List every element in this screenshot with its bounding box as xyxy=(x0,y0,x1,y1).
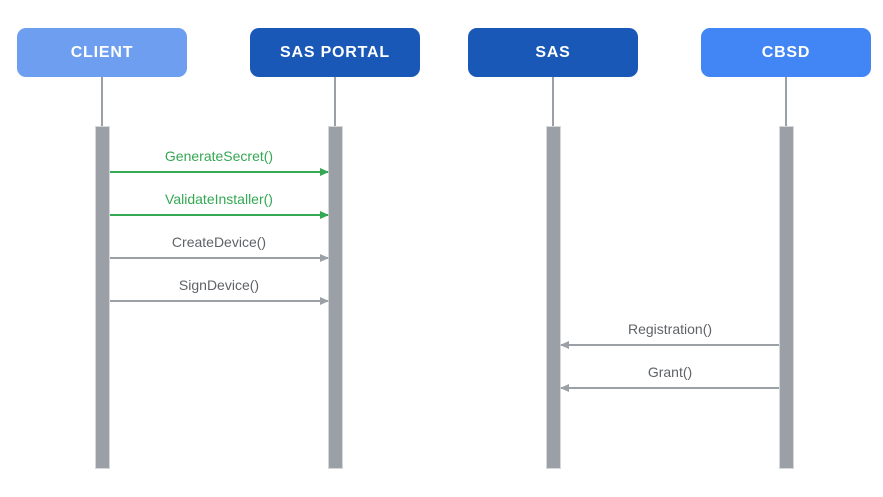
message-validate-installer-arrow xyxy=(110,210,329,219)
actor-sas-activation-bar xyxy=(545,126,561,469)
actor-client-activation-bar xyxy=(94,126,110,469)
message-create-device-arrow xyxy=(110,253,329,262)
message-registration-arrow xyxy=(560,340,779,349)
arrowhead-right-icon xyxy=(320,167,329,176)
actor-sas-portal-box: SAS PORTAL xyxy=(250,28,420,77)
actor-cbsd-lifeline xyxy=(785,77,787,126)
actor-cbsd-activation-bar xyxy=(778,126,794,469)
actor-client-lifeline xyxy=(101,77,103,126)
actor-sas-lifeline xyxy=(552,77,554,126)
message-sign-device: SignDevice() xyxy=(110,276,329,305)
message-validate-installer: ValidateInstaller() xyxy=(110,190,329,219)
arrowhead-left-icon xyxy=(560,383,569,392)
message-registration: Registration() xyxy=(560,320,779,349)
message-validate-installer-label: ValidateInstaller() xyxy=(165,191,273,207)
actor-sas: SAS xyxy=(468,28,638,469)
arrowhead-right-icon xyxy=(320,296,329,305)
arrowhead-right-icon xyxy=(320,253,329,262)
message-sign-device-arrow xyxy=(110,296,329,305)
message-registration-label: Registration() xyxy=(627,321,713,337)
actor-sas-portal-lifeline xyxy=(334,77,336,126)
message-generate-secret-label: GenerateSecret() xyxy=(164,148,274,164)
actor-client-box: CLIENT xyxy=(17,28,187,77)
message-grant-arrow xyxy=(560,383,779,392)
message-generate-secret-arrow xyxy=(110,167,329,176)
actor-sas-portal: SAS PORTAL xyxy=(250,28,420,469)
message-create-device: CreateDevice() xyxy=(110,233,329,262)
actor-sas-box: SAS xyxy=(468,28,638,77)
arrowhead-right-icon xyxy=(320,210,329,219)
actor-sas-portal-activation-bar xyxy=(327,126,343,469)
message-sign-device-label: SignDevice() xyxy=(178,277,260,293)
message-create-device-label: CreateDevice() xyxy=(171,234,267,250)
actor-client: CLIENT xyxy=(17,28,187,469)
message-grant-label: Grant() xyxy=(647,364,693,380)
arrowhead-left-icon xyxy=(560,340,569,349)
message-grant: Grant() xyxy=(560,363,779,392)
message-generate-secret: GenerateSecret() xyxy=(110,147,329,176)
actor-cbsd-box: CBSD xyxy=(701,28,871,77)
actor-cbsd: CBSD xyxy=(701,28,871,469)
